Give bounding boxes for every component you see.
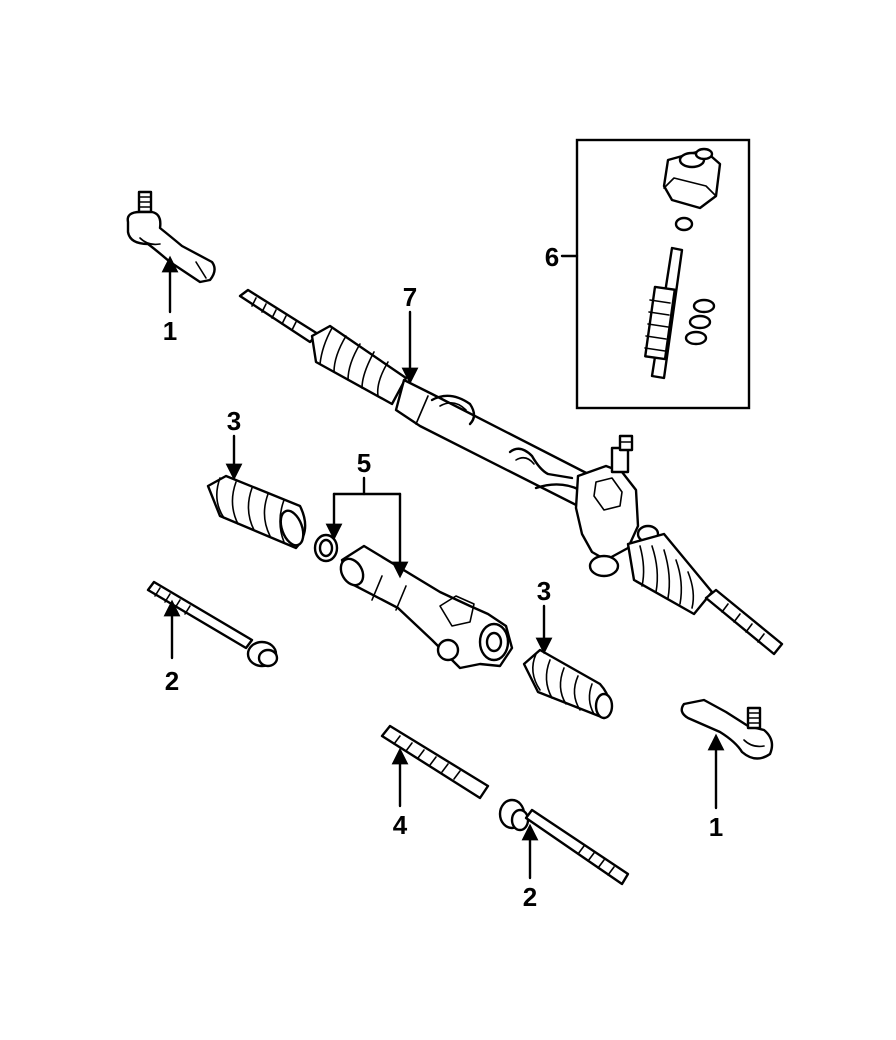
rack-bar bbox=[380, 724, 490, 800]
callout-4: 4 bbox=[393, 810, 408, 840]
outer-tie-rod-end-left bbox=[126, 190, 216, 284]
callout-2-bottom: 2 bbox=[523, 882, 537, 912]
callout-bracket-5 bbox=[325, 476, 409, 579]
callout-1-left: 1 bbox=[163, 316, 177, 346]
inner-tie-rod-right bbox=[498, 798, 630, 886]
callout-3-right: 3 bbox=[537, 576, 551, 606]
rack-boot-right bbox=[522, 648, 614, 720]
valve-kit-inset bbox=[575, 138, 751, 410]
callout-6: 6 bbox=[545, 242, 559, 272]
inner-tie-rod-left bbox=[146, 580, 279, 668]
steering-rack-assembly bbox=[238, 288, 784, 656]
callout-3-left: 3 bbox=[227, 406, 241, 436]
callout-7: 7 bbox=[403, 282, 417, 312]
callout-5: 5 bbox=[357, 448, 371, 478]
outer-tie-rod-end-right bbox=[680, 698, 774, 760]
callout-1-right: 1 bbox=[709, 812, 723, 842]
rack-housing bbox=[313, 533, 514, 670]
rack-boot-left bbox=[206, 474, 307, 550]
callout-2-left: 2 bbox=[165, 666, 179, 696]
